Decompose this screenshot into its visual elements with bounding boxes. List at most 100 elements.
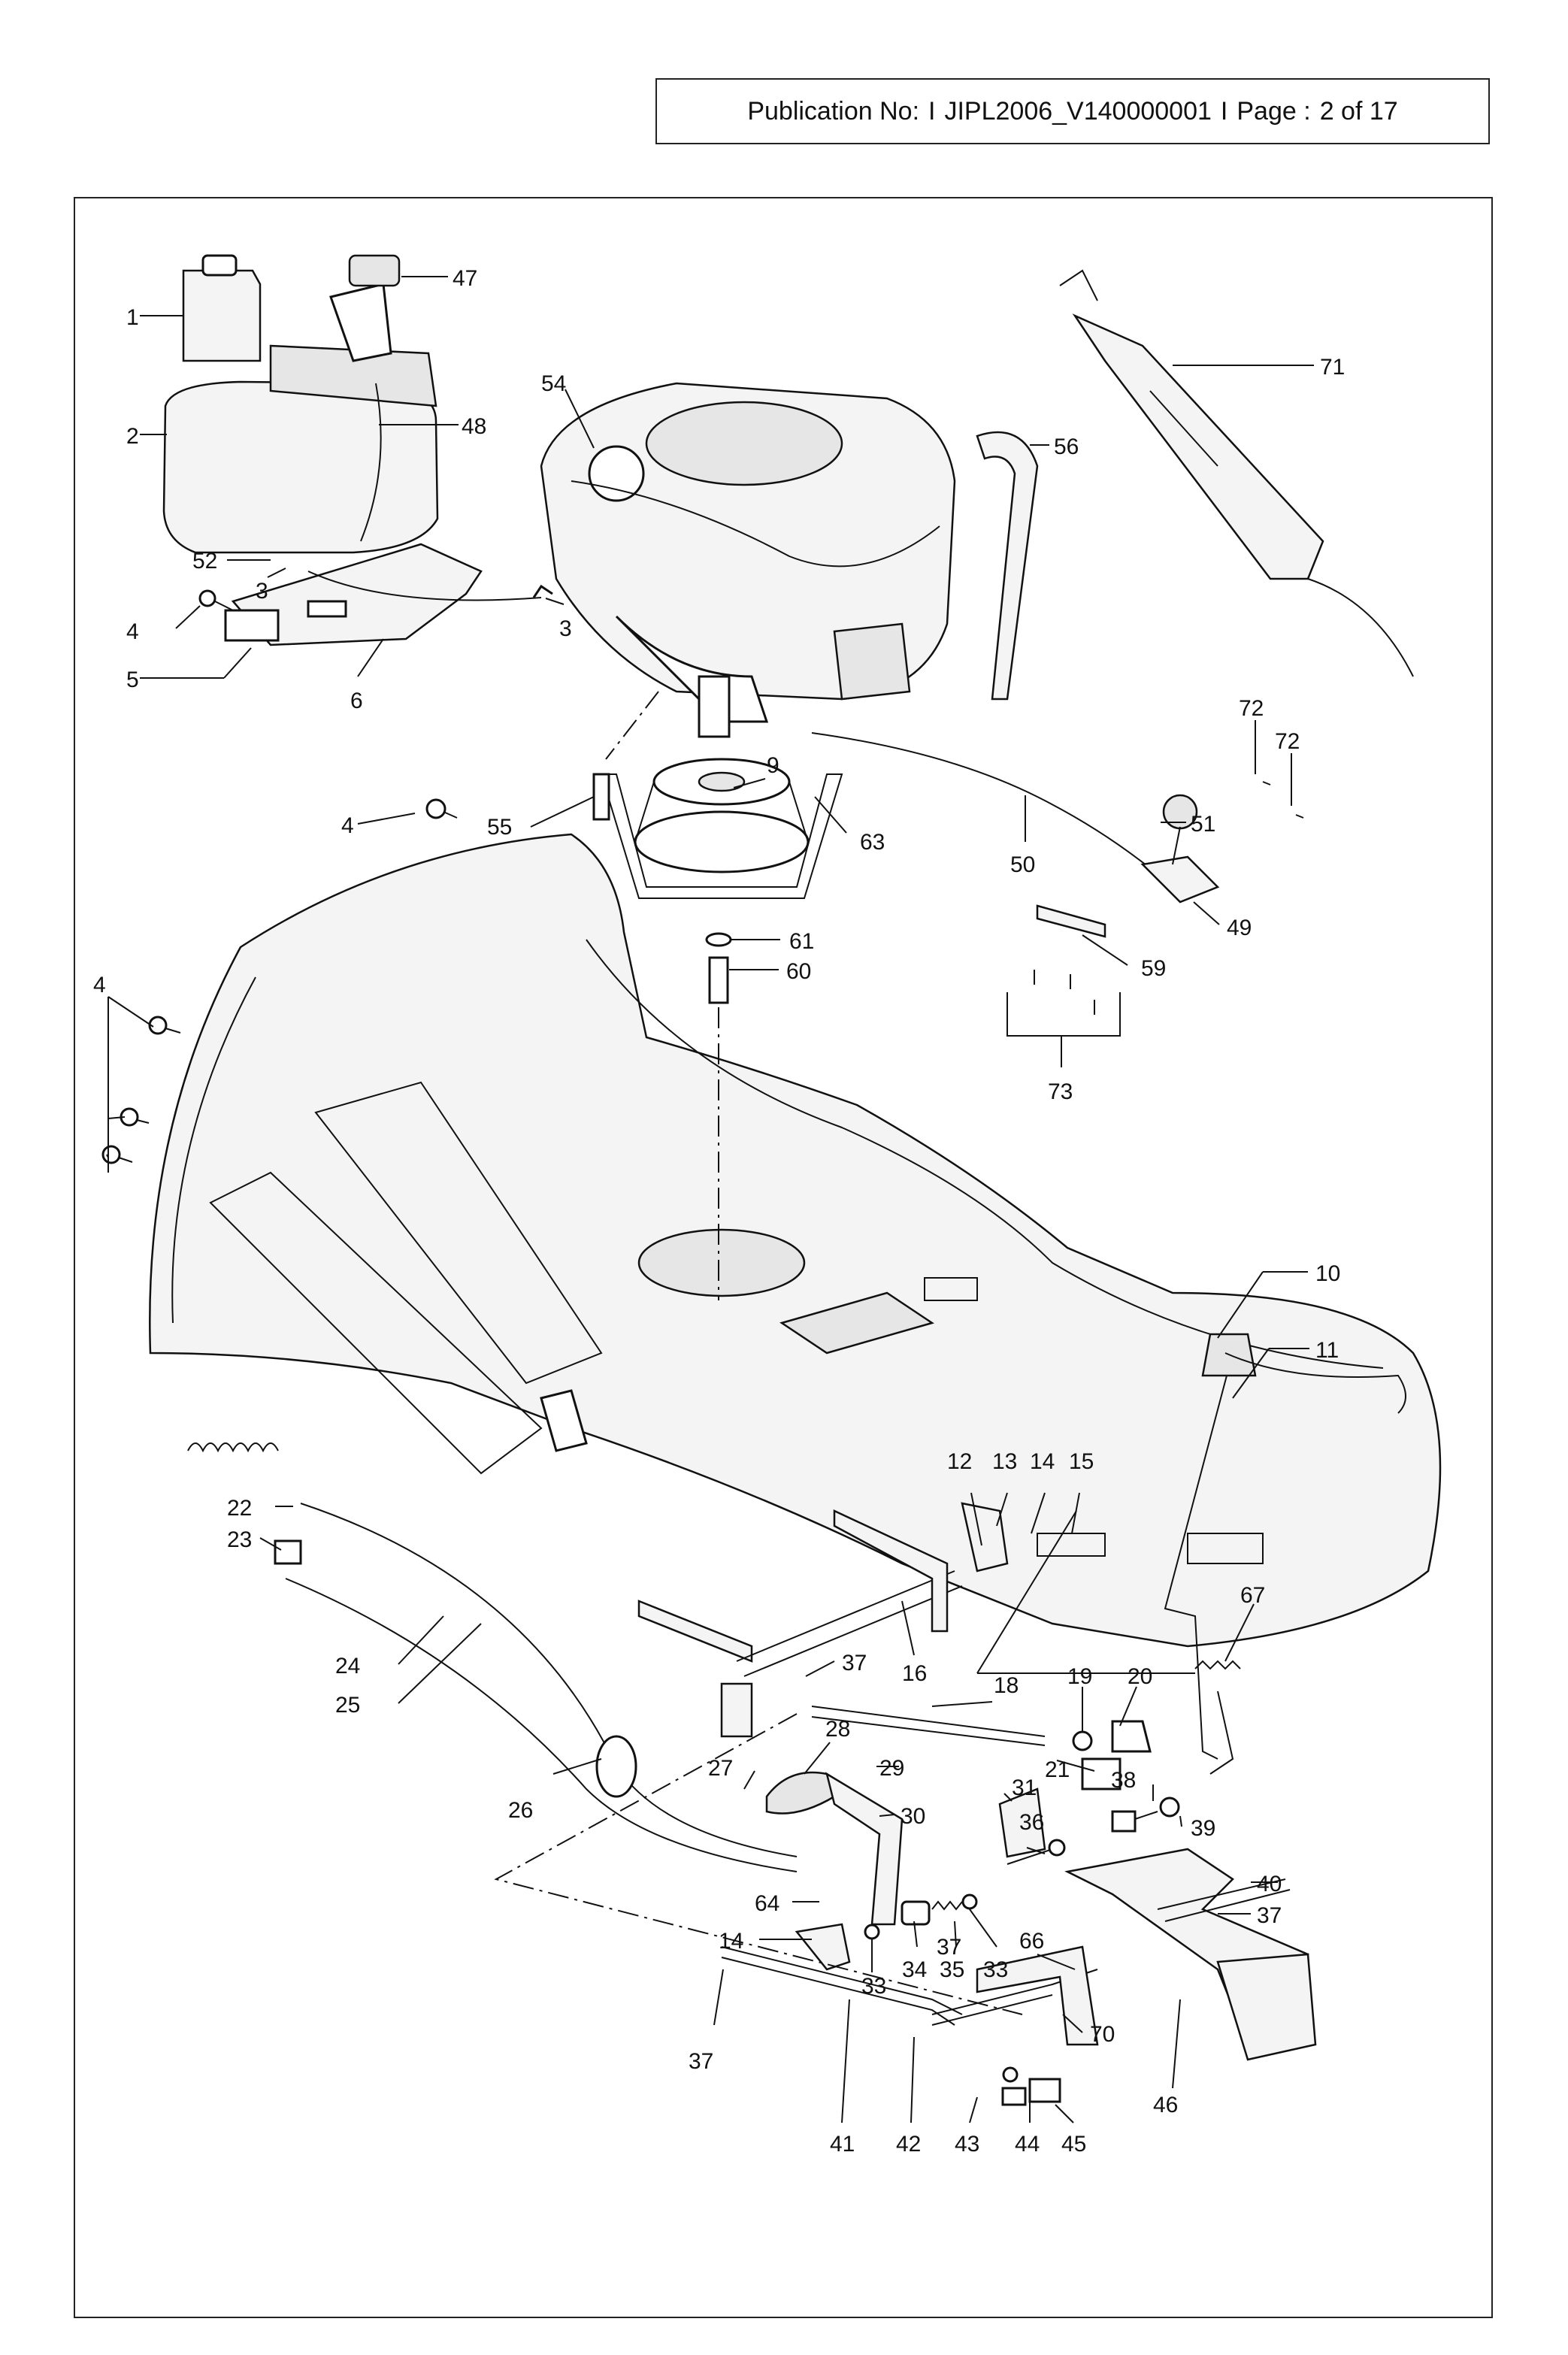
bracket-indicator — [1006, 992, 1121, 1067]
callout-label: 23 — [227, 1527, 252, 1552]
callout-label: 55 — [487, 815, 512, 840]
callout-label: 30 — [901, 1804, 925, 1829]
callout-label: 20 — [1128, 1664, 1152, 1689]
header-separator: I — [1220, 96, 1228, 126]
callout-label: 11 — [1315, 1338, 1339, 1363]
callout-label: 3 — [256, 579, 268, 604]
callout-label: 22 — [227, 1496, 252, 1521]
callout-label: 56 — [1054, 434, 1079, 459]
callout-label: 33 — [983, 1957, 1008, 1982]
callout-label: 37 — [1257, 1903, 1282, 1928]
callout-label: 3 — [559, 616, 572, 641]
pin-part — [1006, 1839, 1066, 1865]
bolt-part — [1111, 1797, 1180, 1833]
fuel-tank-part — [162, 254, 439, 554]
callout-label: 54 — [541, 371, 566, 396]
callout-label: 71 — [1320, 355, 1345, 380]
callout-label: 33 — [861, 1974, 886, 1999]
page-label: Page : — [1237, 96, 1311, 126]
bracket-part — [998, 1787, 1046, 1858]
bolt-part — [425, 798, 458, 819]
callout-label: 63 — [860, 830, 885, 855]
cable-part — [285, 1578, 798, 1872]
bracket-part — [961, 1502, 1009, 1573]
pulley-part — [634, 758, 810, 873]
callout-label: 2 — [126, 424, 139, 449]
bolt-part — [101, 1016, 181, 1164]
callout-label: 61 — [789, 929, 814, 954]
callout-label: 13 — [992, 1449, 1017, 1474]
cross-shaft-part — [637, 1509, 963, 1738]
bracket-part — [795, 1923, 851, 1971]
page-value: 2 of 17 — [1319, 96, 1398, 126]
callout-label: 39 — [1191, 1816, 1215, 1841]
publication-header: Publication No: I JIPL2006_V140000001 I … — [655, 78, 1490, 144]
callout-label: 29 — [879, 1756, 904, 1781]
callout-label: 16 — [902, 1661, 927, 1686]
callout-label: 73 — [1048, 1079, 1073, 1104]
callout-label: 59 — [1141, 956, 1166, 981]
throttle-cable-part — [811, 732, 1173, 888]
bracket-part — [274, 1539, 302, 1565]
callout-label: 14 — [1030, 1449, 1055, 1474]
belt-guard-part — [600, 773, 843, 899]
cable-part — [300, 1503, 798, 1857]
callout-label: 44 — [1015, 2132, 1040, 2157]
header-separator: I — [928, 96, 936, 126]
callout-label: 46 — [1153, 2093, 1178, 2117]
rod-part — [811, 1706, 1046, 1746]
callout-label: 4 — [93, 973, 106, 997]
rod-part — [1157, 1878, 1291, 1922]
oil-syringe-part — [1059, 269, 1414, 677]
callout-label: 42 — [896, 2132, 921, 2157]
callout-label: 37 — [937, 1935, 961, 1960]
alignment-line — [605, 691, 659, 760]
callout-label: 40 — [1257, 1872, 1282, 1896]
callout-label: 47 — [453, 266, 477, 291]
callout-label: 72 — [1275, 729, 1300, 754]
callout-label: 18 — [994, 1673, 1019, 1698]
callout-label: 27 — [708, 1756, 733, 1781]
exhaust-pipe-part — [976, 431, 1039, 701]
callout-label: 70 — [1090, 2022, 1115, 2047]
callout-label: 36 — [1019, 1810, 1044, 1835]
callout-label: 72 — [1239, 696, 1264, 721]
callout-label: 48 — [462, 414, 486, 439]
callout-label: 26 — [508, 1798, 533, 1823]
callout-label: 41 — [830, 2132, 855, 2157]
callout-label: 37 — [689, 2049, 713, 2074]
chassis-frame-part — [149, 833, 1442, 1648]
tank-tray-part — [224, 543, 553, 646]
callout-label: 9 — [767, 753, 779, 778]
oil-bottle-part — [182, 254, 262, 362]
lift-lever-part — [1164, 1333, 1257, 1775]
publication-number: JIPL2006_V140000001 — [944, 96, 1212, 126]
mounting-bracket-part — [1216, 1953, 1317, 2061]
callout-label: 50 — [1010, 852, 1035, 877]
leader-lines — [106, 276, 1314, 2123]
callout-label: 1 — [126, 305, 139, 330]
callout-label: 21 — [1045, 1757, 1070, 1782]
bracket-part — [976, 1945, 1099, 2046]
callout-label: 60 — [786, 959, 811, 984]
pedal-part — [765, 1771, 904, 1926]
callout-label: 38 — [1111, 1768, 1136, 1793]
publication-label: Publication No: — [747, 96, 920, 126]
cable-clip-part — [595, 1735, 637, 1798]
callout-label: 19 — [1067, 1664, 1092, 1689]
callout-label: 64 — [755, 1891, 779, 1916]
callout-label: 24 — [335, 1654, 360, 1678]
callout-label: 31 — [1012, 1775, 1037, 1800]
callout-label: 67 — [1240, 1583, 1265, 1608]
callout-label: 4 — [126, 619, 139, 644]
screw-part — [1034, 781, 1304, 1015]
spring-part — [187, 1442, 279, 1453]
callout-label: 49 — [1227, 916, 1252, 940]
callout-label: 4 — [341, 813, 354, 838]
alignment-line — [494, 1713, 1023, 2015]
cable-part — [1224, 1352, 1406, 1414]
engine-part — [540, 382, 956, 738]
clevis-part — [1001, 2066, 1061, 2106]
